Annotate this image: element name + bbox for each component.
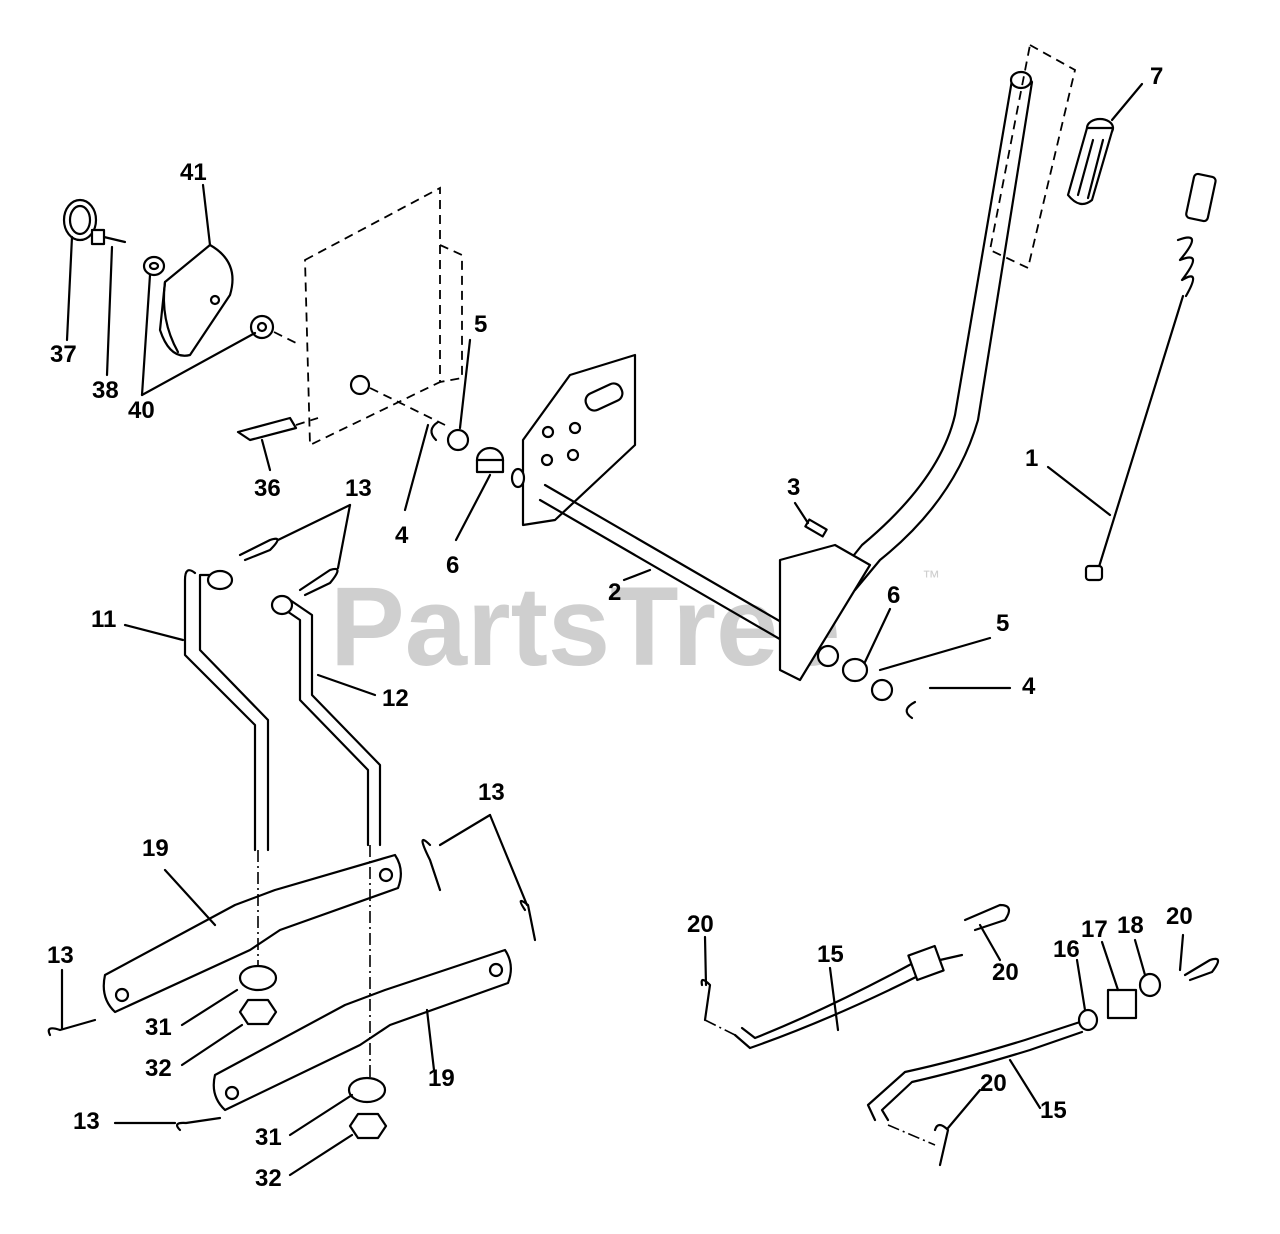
- callout-16: 16: [1053, 936, 1080, 963]
- callout-17: 17: [1081, 916, 1108, 943]
- lift-lever: [778, 44, 1217, 720]
- callout-12: 12: [382, 685, 409, 712]
- pin-20-left: [700, 978, 712, 1022]
- bushing-6-right: [841, 657, 869, 683]
- callout-32-upper: 32: [145, 1055, 172, 1082]
- shaft-2: [543, 483, 797, 632]
- callout-5-right: 5: [996, 610, 1009, 637]
- callout-6-right: 6: [887, 582, 900, 609]
- lift-arm-19-lower: [212, 948, 512, 1112]
- leader-lines: [60, 82, 1185, 1177]
- lift-arm-19-upper: [102, 853, 402, 1014]
- callout-32-lower: 32: [255, 1165, 282, 1192]
- block-17: [1106, 988, 1138, 1020]
- callout-37: 37: [50, 341, 77, 368]
- rod-15-upper: [733, 973, 922, 1050]
- hairpin-13-top: [238, 537, 279, 562]
- callout-4-left: 4: [395, 522, 409, 549]
- watermark-text: PartsTree: [330, 564, 841, 689]
- callout-41: 41: [180, 159, 207, 186]
- callout-3: 3: [787, 474, 800, 501]
- callout-13-left: 13: [47, 942, 74, 969]
- lift-links: [47, 537, 537, 1132]
- callout-19-upper: 19: [142, 835, 169, 862]
- lever-handle: [836, 74, 1034, 592]
- knob-assembly: [62, 198, 319, 442]
- link-12: [273, 601, 370, 847]
- callout-20-left: 20: [687, 911, 714, 938]
- callout-13-bottom: 13: [73, 1108, 100, 1135]
- callout-40: 40: [128, 397, 155, 424]
- watermark: PartsTree ™: [330, 564, 940, 689]
- adjust-rods: [700, 903, 1220, 1167]
- callout-6-left: 6: [446, 552, 459, 579]
- callout-15-lower: 15: [1040, 1097, 1067, 1124]
- callout-5-left: 5: [474, 311, 487, 338]
- washer-5-right: [870, 678, 894, 702]
- lever-bracket: [778, 543, 872, 682]
- panel-outline: [304, 186, 463, 447]
- screw-38-head: [90, 228, 106, 246]
- callout-31-lower: 31: [255, 1124, 282, 1151]
- clip-4-right: [905, 700, 917, 720]
- washer-5-left: [446, 428, 470, 452]
- nut-32-upper: [238, 998, 278, 1026]
- callout-19-lower: 19: [428, 1065, 455, 1092]
- callout-13-top: 13: [345, 475, 372, 502]
- nut-16: [1077, 1008, 1099, 1032]
- callout-11: 11: [91, 606, 116, 633]
- callout-2: 2: [608, 579, 621, 606]
- knob-41: [158, 243, 234, 357]
- clip-4-left: [430, 420, 440, 442]
- bracket-36: [236, 416, 298, 442]
- lift-arms: [102, 845, 512, 1140]
- callout-38: 38: [92, 377, 119, 404]
- callout-20-mid: 20: [992, 959, 1019, 986]
- cable-1: [1096, 294, 1185, 572]
- callout-20-right: 20: [1166, 903, 1193, 930]
- callout-4-right: 4: [1022, 673, 1036, 700]
- callout-15-upper: 15: [817, 941, 844, 968]
- link-11: [183, 569, 257, 852]
- rod-15-lower: [866, 1020, 1082, 1122]
- nut-32-lower: [348, 1112, 388, 1140]
- watermark-trademark: ™: [922, 567, 940, 587]
- callout-13-right: 13: [478, 779, 505, 806]
- callout-labels: 1 2 3 4 4 5 5 6 6 7 11 12 13 13 13 13 15…: [47, 63, 1193, 1192]
- bushing-18: [1138, 972, 1162, 998]
- shaft-assembly: [349, 353, 797, 647]
- callout-18: 18: [1117, 912, 1144, 939]
- callout-7: 7: [1150, 63, 1163, 90]
- bushing-31-lower: [347, 1076, 387, 1104]
- bushing-31-upper: [238, 964, 278, 992]
- callout-1: 1: [1025, 445, 1038, 472]
- callout-31-upper: 31: [145, 1014, 172, 1041]
- callout-20-bottom: 20: [980, 1070, 1007, 1097]
- callout-36: 36: [254, 475, 281, 502]
